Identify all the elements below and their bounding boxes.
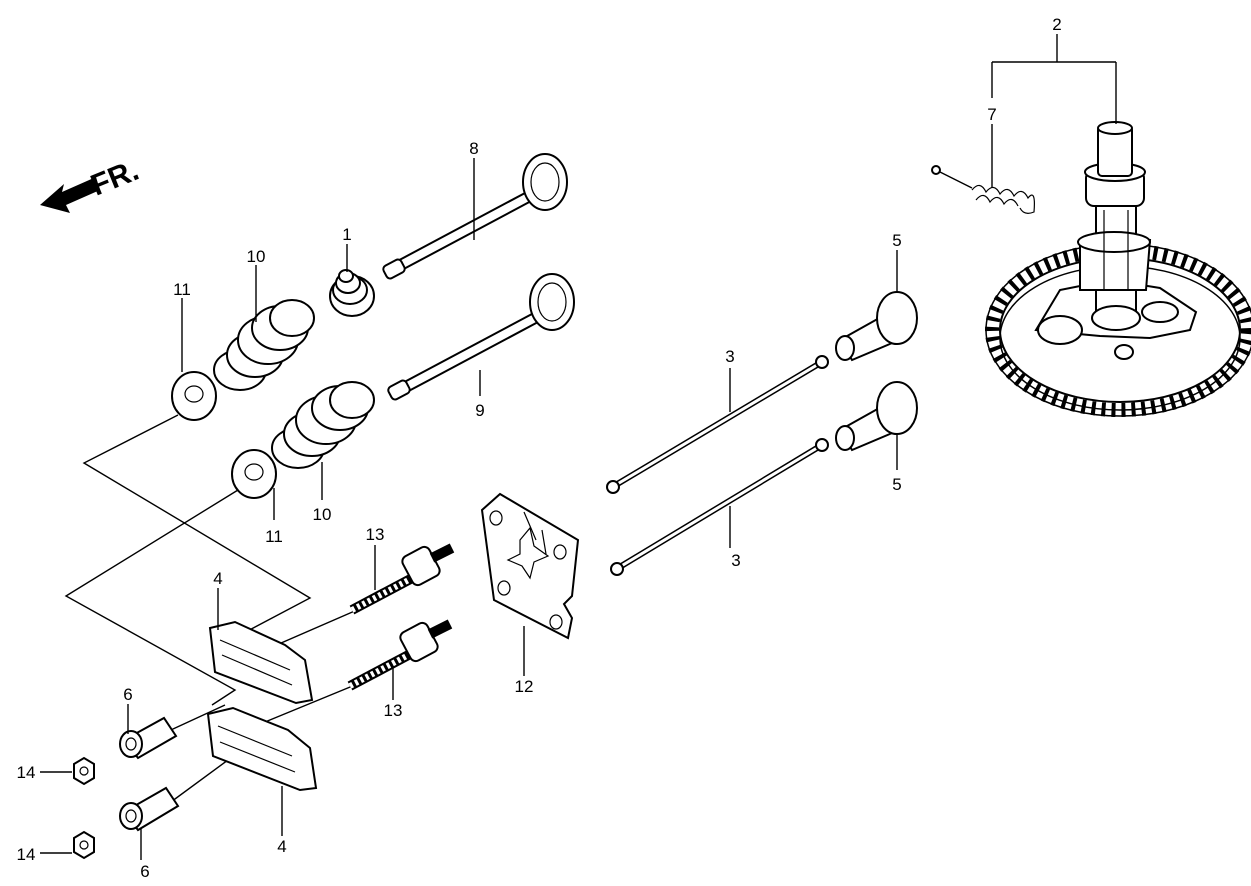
push-rod-3-lower: [610, 438, 829, 576]
front-direction-arrow: FR.: [40, 154, 143, 213]
valve-9: [387, 273, 575, 401]
callout-3-lower: 3: [731, 551, 740, 570]
callout-9: 9: [475, 401, 484, 420]
rocker-stud-13-upper: [349, 543, 455, 615]
tappet-5-upper: [835, 291, 918, 362]
valve-stem-seal-1: [329, 269, 375, 317]
valve-8: [382, 153, 568, 280]
guide-plate-12: [480, 492, 580, 640]
callout-10-upper: 10: [247, 247, 266, 266]
callout-14-lower: 14: [17, 845, 36, 864]
callout-8: 8: [469, 139, 478, 158]
callout-2: 2: [1052, 15, 1061, 34]
push-rod-3-upper: [606, 355, 829, 494]
callout-7: 7: [987, 105, 996, 124]
nut-14-lower: [73, 830, 95, 860]
callout-6-upper: 6: [123, 685, 132, 704]
nut-14-upper: [73, 756, 95, 786]
callout-5-upper: 5: [892, 231, 901, 250]
callout-14-upper: 14: [17, 763, 36, 782]
leader-lines: [40, 34, 1117, 860]
rocker-pivot-6-lower: [119, 786, 180, 832]
callout-13-upper: 13: [366, 525, 385, 544]
callout-13-lower: 13: [384, 701, 403, 720]
callout-11-lower: 11: [265, 527, 283, 546]
rocker-stud-13-lower: [347, 619, 453, 691]
callout-11-upper: 11: [173, 280, 191, 299]
callout-1: 1: [342, 225, 351, 244]
camshaft-2: [985, 121, 1251, 417]
callout-10-lower: 10: [313, 505, 332, 524]
callout-5-lower: 5: [892, 475, 901, 494]
spring-retainer-11-upper: [171, 371, 217, 421]
valve-spring-10-upper: [213, 299, 315, 391]
callout-4-lower: 4: [277, 837, 286, 856]
decompressor-spring-7: [931, 165, 1035, 214]
callout-3-upper: 3: [725, 347, 734, 366]
callout-4-upper: 4: [213, 569, 222, 588]
spring-retainer-11-lower: [231, 449, 277, 499]
rocker-arm-4-upper: [208, 620, 314, 705]
callout-labels: 2 7 8 1 10 11 5 3 9 5 10 11 13 3 4 12 6 …: [17, 15, 1062, 881]
valve-spring-10-lower: [271, 381, 375, 469]
front-arrow-label: FR.: [86, 154, 143, 203]
rocker-arm-4-lower: [206, 706, 318, 792]
callout-6-lower: 6: [140, 862, 149, 881]
rocker-pivot-6-upper: [119, 716, 178, 760]
callout-12: 12: [515, 677, 534, 696]
tappet-5-lower: [835, 381, 918, 452]
